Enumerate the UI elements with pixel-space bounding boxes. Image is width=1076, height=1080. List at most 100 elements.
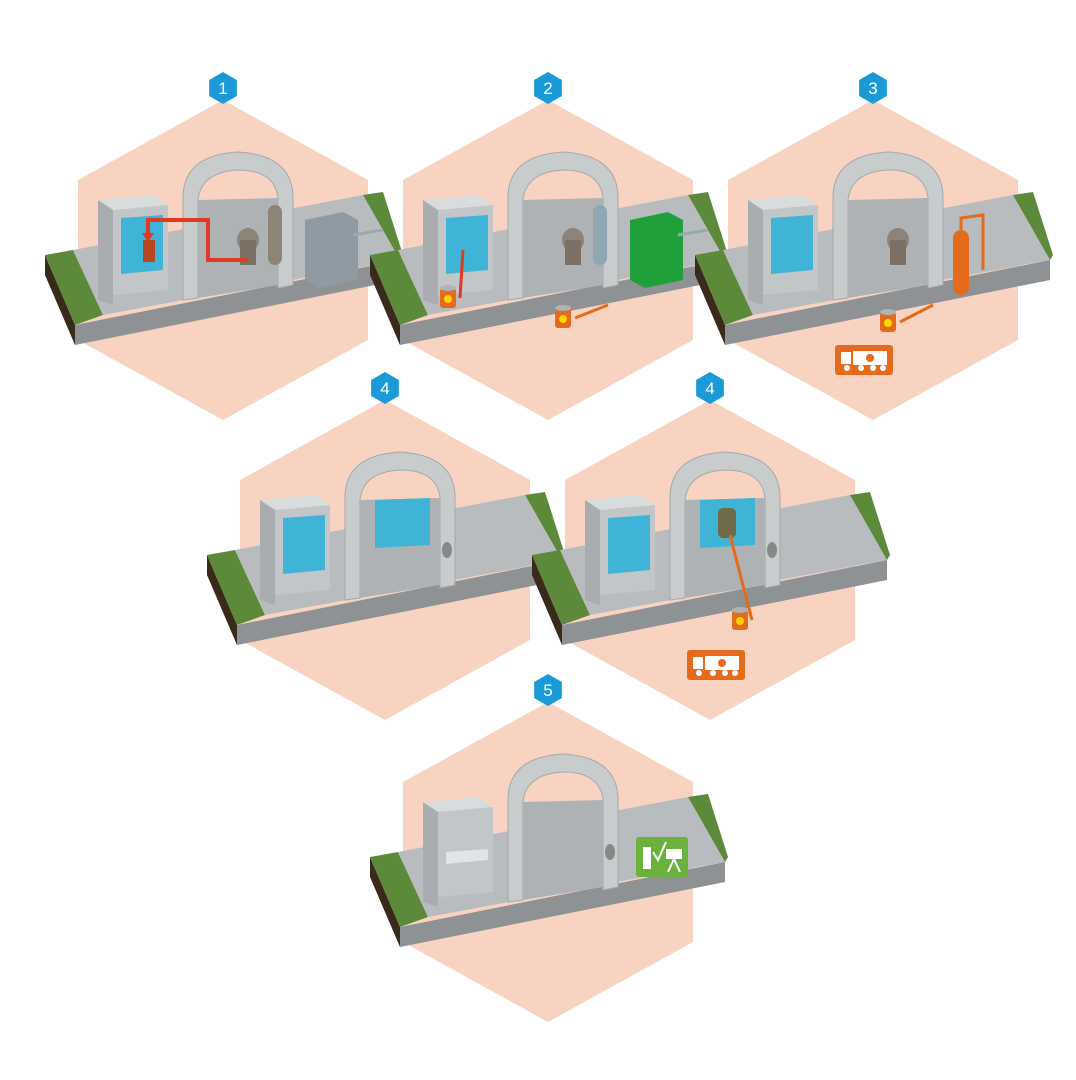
slab-front-edge	[400, 862, 725, 947]
reactor-building	[182, 151, 294, 301]
fuel-pool-building	[585, 495, 655, 605]
radiation-measurement-icon	[636, 837, 688, 877]
slab-front-edge	[562, 560, 887, 645]
pool-water	[121, 215, 163, 274]
steam-generator	[268, 205, 282, 265]
turbine-hall-component	[305, 212, 358, 288]
pipe	[959, 213, 985, 270]
step-badge-hexagon	[209, 72, 237, 104]
pipe	[677, 228, 709, 237]
fuel-pool-building	[423, 797, 493, 907]
grass-strip	[850, 492, 890, 560]
pool-side-wall	[423, 802, 438, 907]
step-number: 2	[543, 79, 552, 98]
check-icon	[652, 841, 667, 863]
fuel-pool-building	[260, 495, 330, 605]
step-badge: 3	[859, 72, 887, 104]
radiation-symbol-icon	[718, 659, 726, 667]
containment-dome	[344, 451, 456, 601]
containment-dome	[182, 151, 294, 301]
fuel-pool-building	[748, 195, 818, 305]
containment-dome	[507, 753, 619, 903]
pool-roof	[423, 797, 493, 812]
step-badge-hexagon	[534, 72, 562, 104]
reactor-building	[507, 753, 619, 903]
steam-generator-contaminated	[953, 230, 969, 295]
containment-interior	[198, 198, 278, 298]
grass-strip	[207, 550, 265, 625]
grass-strip	[45, 250, 103, 325]
step-badge: 1	[209, 72, 237, 104]
reactor-building	[344, 451, 456, 601]
step-badge: 2	[534, 72, 562, 104]
fuel-assembly	[143, 240, 155, 262]
radiation-symbol-icon	[559, 315, 567, 323]
stage-panel-4: 4	[207, 372, 565, 720]
slab-earth-edge	[370, 255, 400, 345]
pool-side-wall	[98, 200, 113, 305]
step-number: 1	[218, 79, 227, 98]
slab-earth-edge	[207, 555, 237, 645]
slab-earth-edge	[370, 857, 400, 947]
reactor-cavity-water	[375, 498, 430, 548]
pool-water	[771, 215, 813, 274]
grass-strip	[532, 550, 590, 625]
pool-side-wall	[423, 200, 438, 305]
reactor-vessel	[890, 240, 906, 265]
waste-transfer-arrow	[458, 249, 465, 299]
reactor-building	[832, 151, 944, 301]
grass-strip	[1013, 192, 1053, 260]
step-number: 4	[380, 379, 389, 398]
pool-roof	[423, 195, 493, 210]
reactor-building	[507, 151, 619, 301]
pool-roof	[260, 495, 330, 510]
pool-side-wall	[748, 200, 763, 305]
stage-panel-6: 5	[370, 674, 728, 1022]
containment-dome	[832, 151, 944, 301]
pipe	[352, 228, 384, 237]
waste-transfer-arrow	[728, 534, 754, 621]
transport-truck-icon	[835, 345, 893, 375]
containment-interior	[523, 198, 603, 298]
slab-earth-edge	[695, 255, 725, 345]
hatch-opening	[767, 542, 777, 558]
fuel-transfer-arrow	[146, 218, 248, 262]
slab-front-edge	[237, 560, 562, 645]
grass-strip	[363, 192, 403, 260]
waste-transfer-arrow	[574, 303, 609, 320]
pool-side-wall	[585, 500, 600, 605]
step-number: 5	[543, 681, 552, 700]
grass-strip	[695, 250, 753, 325]
reactor-vessel	[718, 508, 736, 538]
containment-interior	[523, 800, 603, 900]
slab-earth-edge	[45, 255, 75, 345]
step-badge-hexagon	[371, 372, 399, 404]
steam-generator	[593, 205, 607, 265]
step-number: 3	[868, 79, 877, 98]
stage-panel-5: 4	[532, 372, 890, 720]
step-badge-hexagon	[534, 674, 562, 706]
radiation-symbol-icon	[866, 354, 874, 362]
fuel-pool-building	[98, 195, 168, 305]
radioactive-waste-barrel-icon	[880, 309, 896, 332]
hatch-opening	[442, 542, 452, 558]
step-badge: 4	[696, 372, 724, 404]
containment-dome	[669, 451, 781, 601]
radiation-symbol-icon	[444, 295, 452, 303]
arrow-head-icon	[142, 233, 154, 242]
transport-truck-icon	[687, 650, 745, 680]
pool-water	[608, 515, 650, 574]
pool-water	[283, 515, 325, 574]
reactor-vessel	[565, 240, 581, 265]
step-badge: 4	[371, 372, 399, 404]
hatch-opening	[605, 844, 615, 860]
slab-earth-edge	[532, 555, 562, 645]
grass-strip	[370, 852, 428, 927]
step-badge-hexagon	[696, 372, 724, 404]
pool-floor	[446, 849, 488, 864]
stage-panel-1: 1	[45, 72, 403, 420]
step-badge-hexagon	[859, 72, 887, 104]
stage-panel-2: 2	[370, 72, 728, 420]
step-number: 4	[705, 379, 714, 398]
